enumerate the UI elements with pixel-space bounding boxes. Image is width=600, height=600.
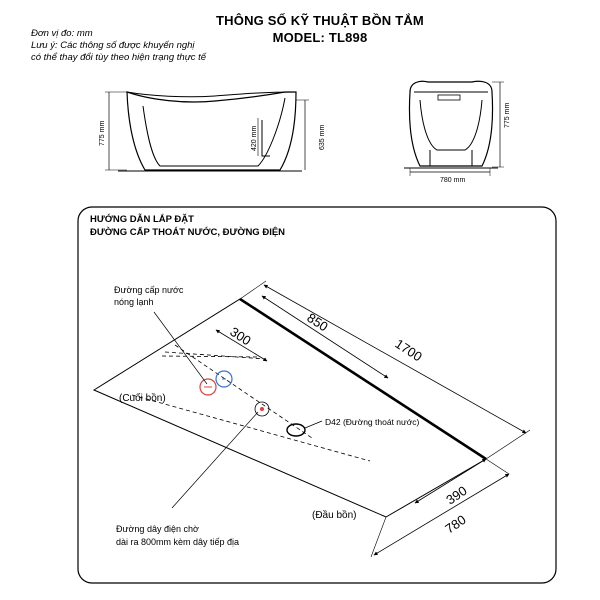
- caution-note-line1: Lưu ý: Các thông số được khuyến nghị: [31, 40, 195, 51]
- dim-390-label: 390: [443, 483, 469, 508]
- side-view-dim-420: 420 mm: [251, 118, 259, 156]
- electric-leader: [171, 411, 259, 509]
- side-view-dim-635: 635 mm: [296, 99, 326, 170]
- spec-title: THÔNG SỐ KỸ THUẬT BỒN TẮM: [216, 13, 424, 28]
- install-subheading: ĐƯỜNG CẤP THOÁT NƯỚC, ĐƯỜNG ĐIỆN: [90, 226, 285, 238]
- drain-leader: [304, 420, 323, 429]
- dim-780: 780: [370, 473, 510, 558]
- cold-water-pipe-icon: [215, 370, 233, 388]
- drain-d42-icon: [286, 423, 306, 437]
- model-title: MODEL: TL898: [272, 30, 368, 45]
- hot-water-pipe-icon: [199, 378, 217, 396]
- side-inner-height-label: 420 mm: [251, 126, 258, 151]
- unit-note: Đơn vị đo: mm: [31, 28, 93, 39]
- dim-390: 390: [414, 458, 510, 508]
- electric-label-line1: Đường dây điện chờ: [116, 524, 199, 534]
- dim-780-label: 780: [442, 512, 468, 537]
- side-view-drawing: [118, 91, 302, 172]
- front-view-drawing: [404, 80, 498, 169]
- dim-300-label: 300: [227, 324, 253, 348]
- install-panel-border: [77, 206, 557, 584]
- water-supply-leader: [153, 311, 208, 385]
- dim-1700: 1700: [239, 280, 531, 460]
- dim-300: 300: [215, 324, 268, 362]
- side-view-dim-775: 775 mm: [99, 91, 127, 171]
- front-height-total-label: 775 mm: [504, 103, 511, 128]
- center-guide-lines: [131, 344, 371, 462]
- dim-850-label: 850: [304, 310, 330, 334]
- drain-label: D42 (Đường thoát nước): [325, 417, 420, 427]
- front-view-dim-780: 780 mm: [409, 168, 491, 184]
- caution-note-line2: có thể thay đổi tùy theo hiện trạng thực…: [31, 52, 207, 63]
- install-heading: HƯỚNG DẪN LẮP ĐẶT: [90, 213, 194, 225]
- tub-end-label: (Cuối bồn): [119, 392, 166, 404]
- side-height-total-label: 775 mm: [99, 121, 106, 146]
- front-width-label: 780 mm: [440, 177, 465, 184]
- dim-850: 850: [261, 295, 389, 379]
- side-body-height-label: 635 mm: [319, 125, 326, 150]
- tub-head-label: (Đầu bồn): [312, 509, 356, 521]
- water-supply-label-line2: nóng lạnh: [114, 297, 154, 307]
- water-supply-label-line1: Đường cấp nước: [114, 285, 184, 295]
- electric-label-line2: dài ra 800mm kèm dây tiếp địa: [116, 537, 239, 547]
- front-view-dim-775: 775 mm: [492, 81, 511, 168]
